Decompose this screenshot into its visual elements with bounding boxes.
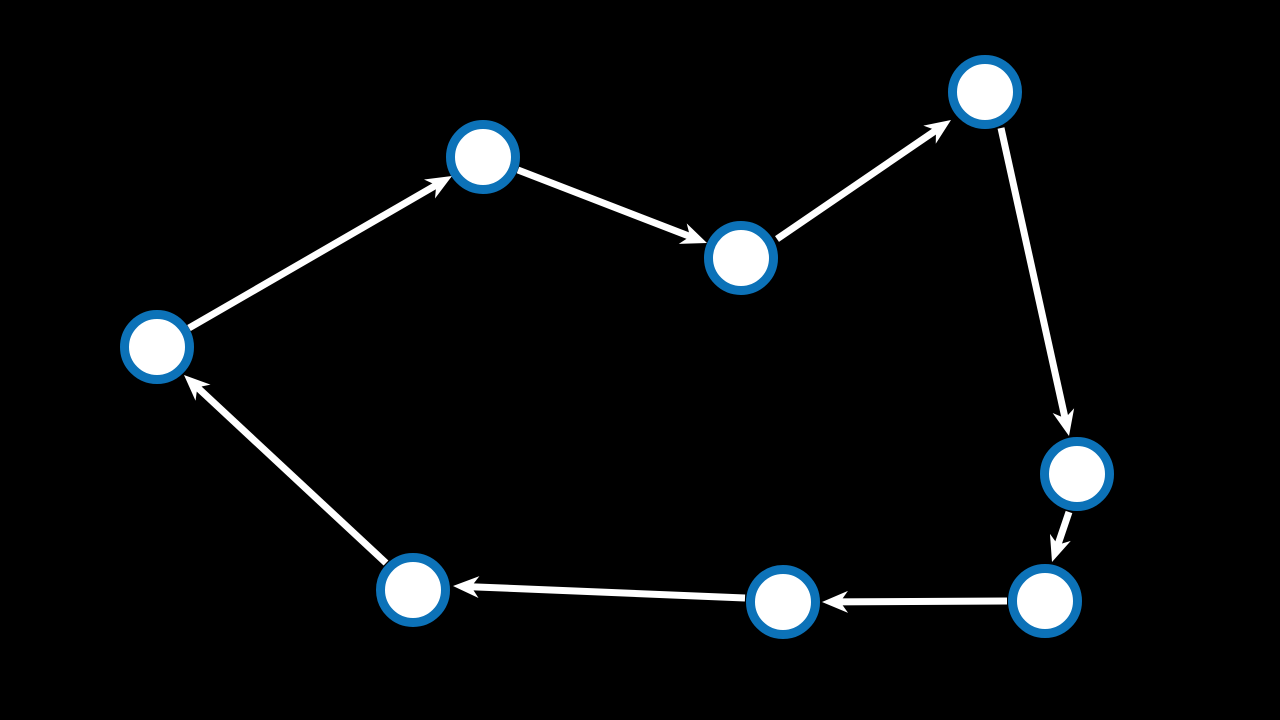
node-ring — [120, 310, 194, 384]
edge-line — [1053, 510, 1073, 550]
edge-line — [775, 125, 942, 242]
node-ring — [1040, 437, 1114, 511]
node-ring — [948, 55, 1022, 129]
edge-arrowhead-icon — [678, 223, 707, 244]
graph-edge[interactable] — [453, 576, 746, 602]
node-ring — [446, 120, 520, 194]
graph-edge[interactable] — [516, 166, 707, 244]
edge-arrowhead-icon — [184, 375, 211, 401]
graph-node[interactable] — [948, 55, 1022, 129]
edge-line — [836, 597, 1008, 606]
edges-layer — [184, 120, 1075, 613]
graph-edge[interactable] — [775, 120, 951, 242]
edge-line — [516, 166, 695, 242]
graph-node[interactable] — [120, 310, 194, 384]
edge-line — [192, 382, 389, 566]
graph-node[interactable] — [376, 553, 450, 627]
graph-edge[interactable] — [822, 590, 1008, 613]
graph-edge[interactable] — [187, 176, 452, 332]
node-ring — [1008, 564, 1082, 638]
graph-edge[interactable] — [184, 375, 389, 566]
edge-line — [187, 180, 442, 332]
node-ring — [704, 221, 778, 295]
edge-line — [997, 127, 1070, 423]
edge-line — [467, 583, 746, 602]
graph-node[interactable] — [746, 565, 820, 639]
edge-arrowhead-icon — [453, 576, 480, 599]
edge-arrowhead-icon — [822, 590, 849, 613]
edge-arrowhead-icon — [1049, 533, 1071, 562]
node-ring — [746, 565, 820, 639]
graph-node[interactable] — [1008, 564, 1082, 638]
graph-edge[interactable] — [1049, 510, 1073, 562]
node-ring — [376, 553, 450, 627]
graph-node[interactable] — [1040, 437, 1114, 511]
nodes-layer — [120, 55, 1114, 639]
edge-arrowhead-icon — [1052, 408, 1075, 436]
edge-arrowhead-icon — [423, 176, 452, 199]
graph-edge[interactable] — [997, 127, 1075, 436]
graph-node[interactable] — [704, 221, 778, 295]
graph-node[interactable] — [446, 120, 520, 194]
edge-arrowhead-icon — [923, 120, 951, 144]
